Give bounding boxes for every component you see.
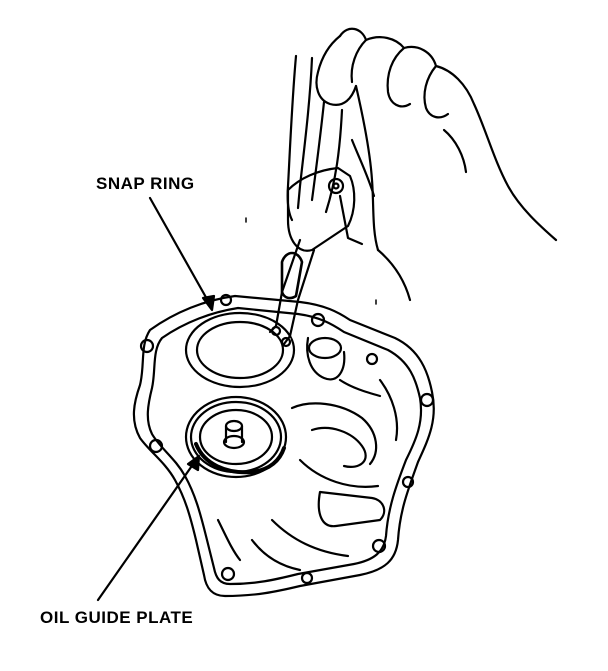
hand-finger <box>424 66 448 117</box>
bolt-hole <box>367 354 377 364</box>
pliers-pivot-rivet <box>329 179 343 193</box>
hand-finger <box>317 36 357 105</box>
internal-rib <box>272 520 348 556</box>
bolt-hole <box>421 394 433 406</box>
center-shaft-base <box>224 436 244 448</box>
snap-ring-leader-arrow <box>203 296 214 310</box>
bolt-hole <box>302 573 312 583</box>
snap-ring-label: SNAP RING <box>96 174 195 193</box>
oil-guide-plate-outer <box>186 397 286 477</box>
internal-rib <box>319 492 384 526</box>
housing-boss <box>307 338 344 379</box>
pliers-jaw-tip <box>284 336 290 344</box>
bolt-hole <box>221 295 231 305</box>
bolt-hole <box>222 568 234 580</box>
snap-ring-inner <box>197 322 283 378</box>
hand <box>317 29 557 300</box>
pliers-grip <box>282 253 302 298</box>
pliers-spring <box>340 196 362 244</box>
internal-rib <box>218 520 240 560</box>
pliers-handle <box>298 58 312 208</box>
internal-rib <box>340 380 380 396</box>
oil-guide-plate-leader-line <box>98 460 196 600</box>
snap-ring-pliers <box>270 56 362 344</box>
bolt-hole <box>150 440 162 452</box>
pliers-jaw-tip <box>270 326 276 332</box>
pliers-handle <box>326 110 342 212</box>
bolt-hole <box>373 540 385 552</box>
internal-rib <box>380 380 397 440</box>
center-shaft-top <box>226 421 242 431</box>
bolt-hole <box>312 314 324 326</box>
housing-outline <box>134 296 434 596</box>
housing-flange <box>148 308 421 584</box>
pliers-handle <box>312 102 324 200</box>
pliers-pivot <box>288 168 354 251</box>
bolt-hole <box>141 340 153 352</box>
oil-guide-plate-inner <box>200 410 272 464</box>
oil-guide-plate-label: OIL GUIDE PLATE <box>40 608 194 627</box>
oil-guide-plate-leader-arrow <box>188 456 199 470</box>
hand-finger <box>388 48 410 106</box>
hand-knuckle <box>444 130 466 172</box>
bolt-holes <box>141 295 433 583</box>
hand-finger <box>352 40 366 82</box>
bolt-hole <box>403 477 413 487</box>
snap-ring-outer <box>186 313 294 387</box>
housing-boss-top <box>309 338 341 358</box>
pliers-pivot-rivet-center <box>334 184 339 189</box>
hand-thumb <box>352 140 374 196</box>
hand-palm <box>356 86 378 250</box>
oil-guide-plate-shading <box>196 444 284 472</box>
internal-rib <box>252 540 300 570</box>
internal-rib <box>300 460 378 487</box>
hand-wrist <box>378 250 410 300</box>
internal-rib <box>292 403 376 464</box>
internal-rib <box>312 428 366 467</box>
snap-ring-leader-line <box>150 198 212 308</box>
snap-ring-eyelet <box>282 338 290 346</box>
pliers-jaw <box>290 250 314 336</box>
